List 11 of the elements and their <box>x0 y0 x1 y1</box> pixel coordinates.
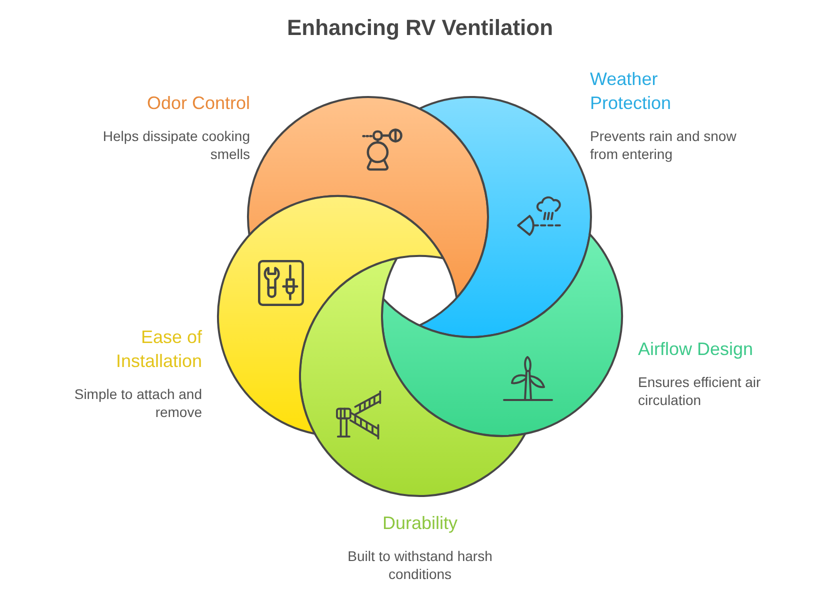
description-text: Ensures efficient air circulation <box>638 373 762 409</box>
diagram-title: Enhancing RV Ventilation <box>286 14 554 42</box>
description-text: Helps dissipate cooking smells <box>102 127 250 163</box>
section-heading: Airflow Design <box>638 338 754 361</box>
description-text: Simple to attach and remove <box>73 385 202 421</box>
section-heading: Odor Control <box>146 92 250 115</box>
description-text: Prevents rain and snow from entering <box>590 127 738 163</box>
section-heading: Durability <box>382 512 458 535</box>
section-heading: Weather Protection <box>590 68 672 115</box>
section-heading: Ease of Installation <box>114 326 202 373</box>
description-text: Built to withstand harsh conditions <box>347 547 493 583</box>
